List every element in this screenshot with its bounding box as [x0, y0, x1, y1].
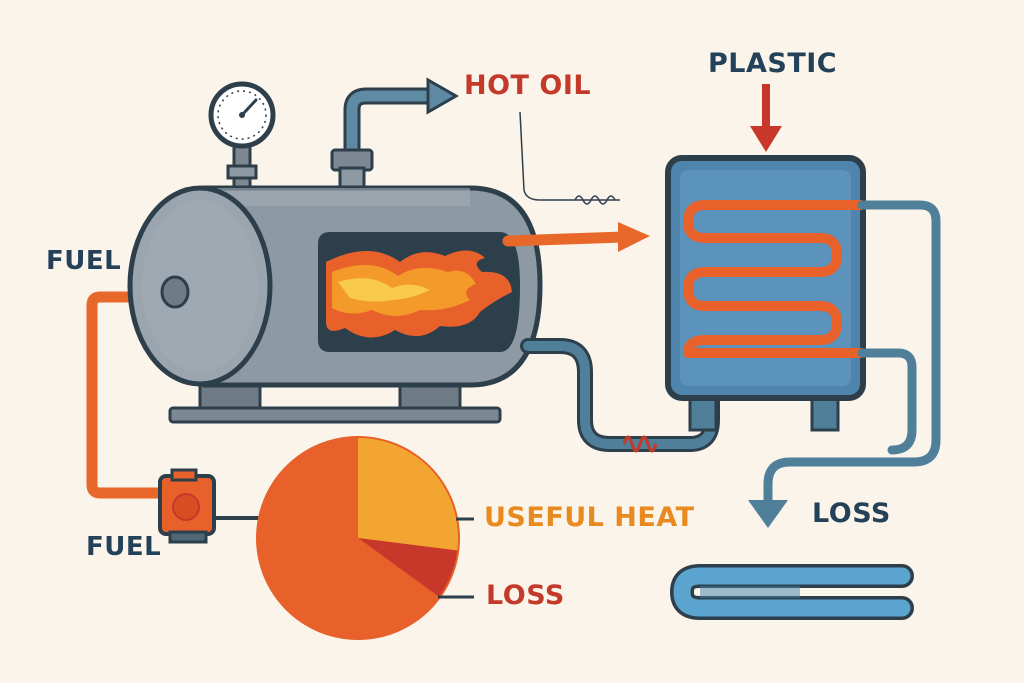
fuel-pipe	[86, 291, 181, 499]
fuel-label-bottom: FUEL	[86, 532, 162, 562]
pie-slice-2	[257, 438, 439, 638]
plastic-input-arrow-icon	[750, 84, 782, 152]
useful-heat-label: USEFUL HEAT	[484, 502, 695, 533]
loss-pipe	[763, 200, 941, 509]
pressure-gauge-icon	[208, 81, 276, 192]
pie-slice-0	[358, 438, 458, 551]
hot-oil-label: HOT OIL	[464, 70, 592, 101]
heating-element-icon	[669, 564, 914, 620]
pie-slice-1	[358, 538, 458, 597]
hot-oil-pointer-line	[519, 111, 620, 201]
heat-exchanger-coil-icon	[665, 155, 866, 432]
fuel-pump-icon	[158, 468, 216, 544]
heater-coil-icon	[622, 435, 658, 453]
plastic-label: PLASTIC	[708, 48, 838, 79]
fuel-label-top: FUEL	[46, 246, 122, 276]
heat-flow-arrow-icon	[502, 222, 650, 252]
pie-loss-label: LOSS	[486, 580, 565, 611]
flame-icon	[326, 250, 512, 338]
hot-oil-arrow-icon	[426, 77, 460, 115]
right-loss-label: LOSS	[812, 498, 891, 529]
efficiency-pie-chart	[256, 436, 460, 640]
loss-arrow-icon	[748, 500, 788, 528]
